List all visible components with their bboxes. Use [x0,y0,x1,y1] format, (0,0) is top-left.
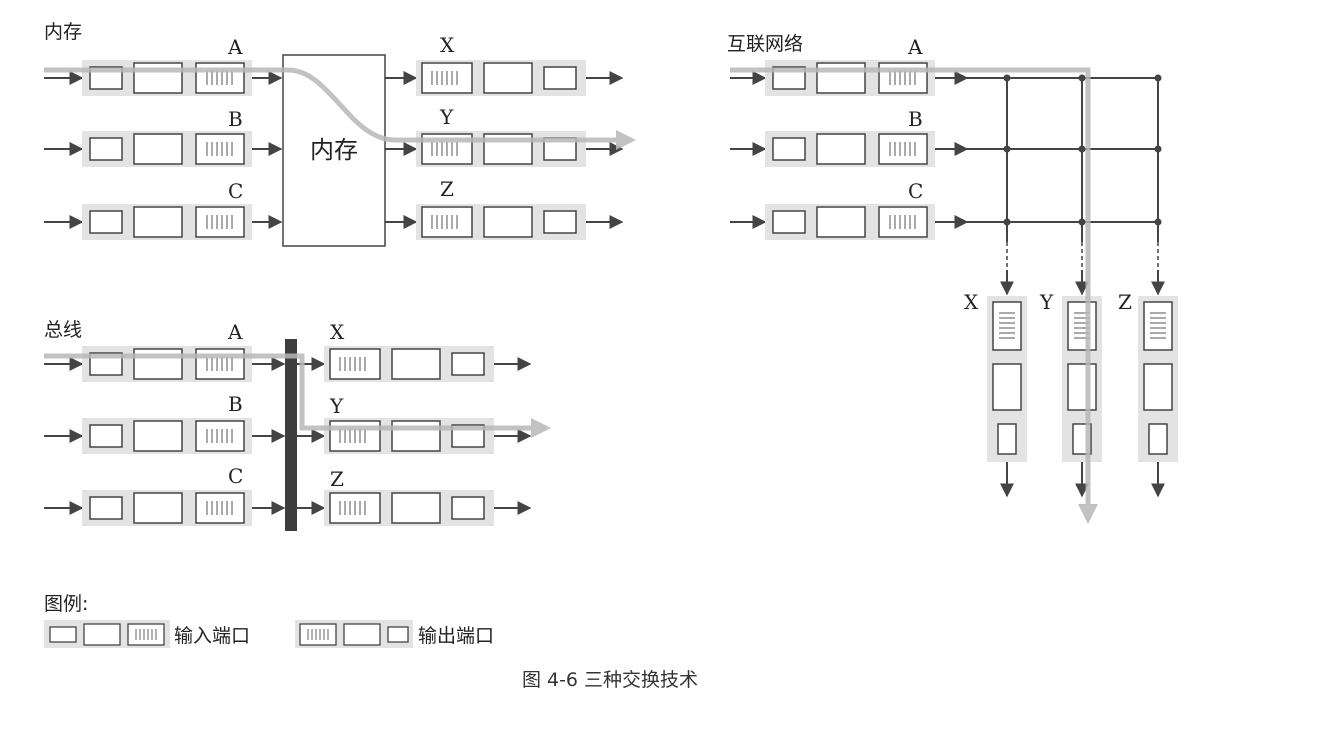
legend-output-port-icon [295,620,413,648]
output-label-y: Y [439,105,454,129]
crossbar-output-label-y: Y [1039,290,1054,314]
crossbar-switch: 互联网络 A B C [727,33,1178,524]
bus-input-label-a: A [227,320,243,344]
input-label-a: A [227,35,243,59]
bus-title: 总线 [44,319,82,341]
crossbar-input-label-c: C [908,179,923,203]
input-port-a [44,60,283,96]
crossbar-packet-path [730,67,1098,524]
memory-block-label: 内存 [310,136,358,164]
bus-output-port-x [297,346,532,382]
memory-block [282,54,386,247]
bus-output-label-z: Z [330,467,344,491]
crossbar-input-port-a [730,60,969,96]
memory-packet-path [44,67,636,150]
bus-input-label-b: B [228,392,243,416]
crossbar-grid [967,77,1159,242]
crossbar-output-port-y [1062,296,1102,498]
crossbar-input-label-b: B [908,107,923,131]
crossbar-title: 互联网络 [727,33,803,55]
crossbar-output-label-z: Z [1118,290,1132,314]
crossbar-input-port-b [730,131,969,167]
output-port-y [385,131,624,167]
output-port-z [385,204,624,240]
bus-input-label-c: C [228,464,243,488]
crossbar-input-port-c [730,204,969,240]
bus-output-port-z [297,490,532,526]
bus-packet-path [44,353,551,438]
memory-switch: 内存 A B C [44,21,636,247]
legend-title: 图例: [44,593,88,615]
crossbar-nodes [1003,74,1162,226]
output-port-x [385,60,624,96]
figure-caption: 图 4-6 三种交换技术 [522,669,698,691]
input-label-c: C [228,179,243,203]
memory-title: 内存 [44,21,82,43]
bus-output-label-x: X [330,320,345,344]
input-port-b [44,131,283,167]
crossbar-output-port-x [987,296,1027,498]
input-label-b: B [228,107,243,131]
bus-bar [285,339,297,531]
legend-output-port-label: 输出端口 [418,625,494,647]
output-label-x: X [440,33,455,57]
bus-input-port-a [44,346,286,382]
bus-input-port-b [44,418,286,454]
bus-output-label-y: Y [329,394,344,418]
crossbar-drops [1006,242,1159,270]
crossbar-output-port-z [1138,296,1178,498]
bus-output-port-y [297,418,532,454]
crossbar-drop-arrows [1000,270,1165,296]
output-label-z: Z [440,177,454,201]
legend-input-port-icon [44,620,170,648]
bus-input-port-c [44,490,286,526]
crossbar-input-label-a: A [907,35,923,59]
crossbar-output-label-x: X [964,290,979,314]
legend: 图例: 输入端口 输出端口 [44,593,494,648]
legend-input-port-label: 输入端口 [174,625,250,647]
input-port-c [44,204,283,240]
bus-switch: 总线 A B C [44,319,551,531]
